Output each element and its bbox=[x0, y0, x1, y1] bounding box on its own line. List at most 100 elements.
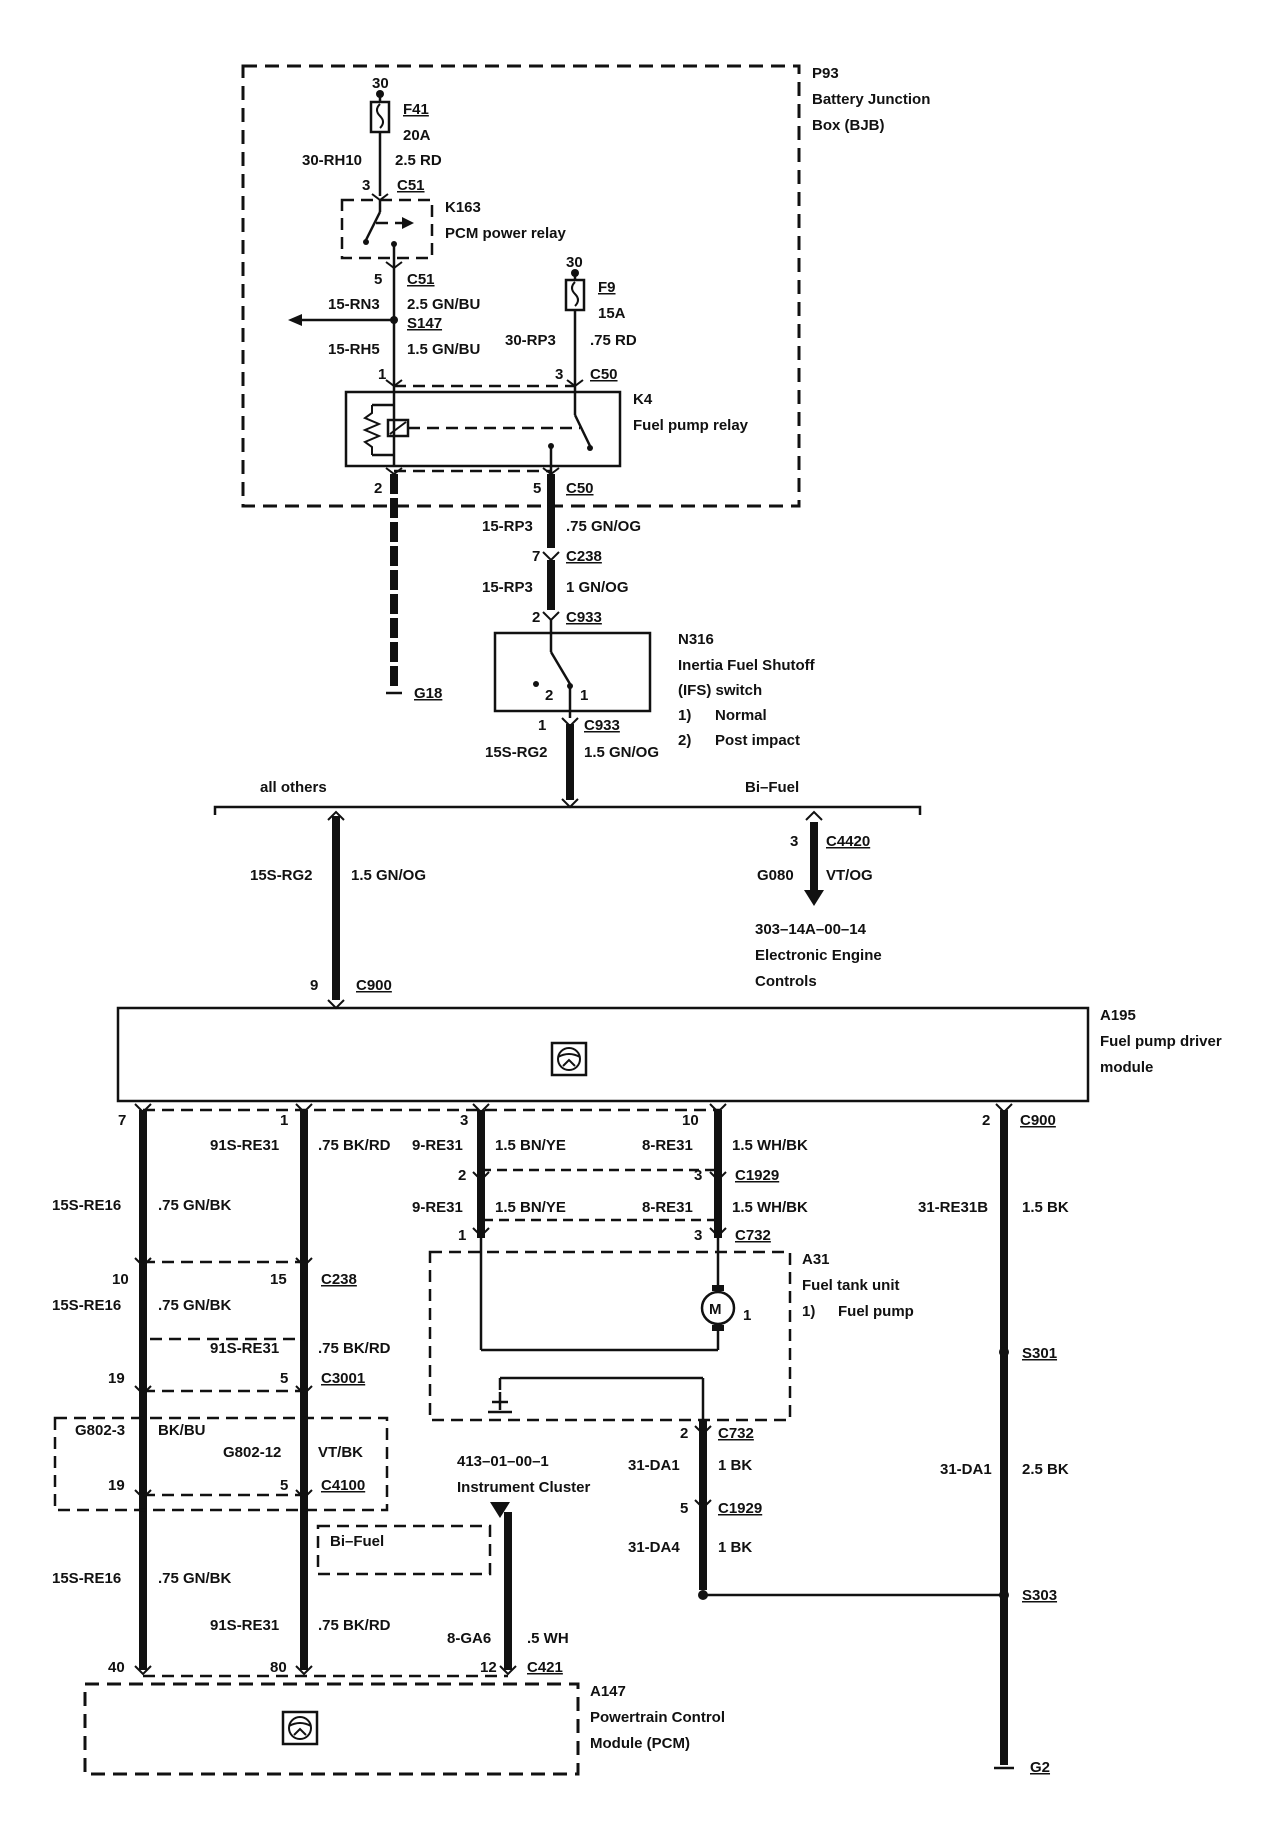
ic-ref: 413–01–00–1 bbox=[457, 1453, 549, 1470]
c1929-pin-5: 5 bbox=[680, 1500, 688, 1517]
wire-circuit: 15S-RE16 bbox=[52, 1570, 121, 1587]
arrow-up-icon bbox=[490, 1502, 510, 1518]
g802-circuit-2: G802-12 bbox=[223, 1444, 281, 1461]
a31-opt: Fuel pump bbox=[838, 1303, 914, 1320]
wire-circuit: G080 bbox=[757, 867, 794, 884]
f9-rating: 15A bbox=[598, 305, 626, 322]
wire-circuit: 9-RE31 bbox=[412, 1137, 463, 1154]
wire-size: .75 GN/BK bbox=[158, 1197, 232, 1214]
g802-size-2: VT/BK bbox=[318, 1444, 363, 1461]
wire-size: 1 BK bbox=[718, 1457, 752, 1474]
c4420-connector: C4420 bbox=[826, 833, 870, 850]
a195-pin-10: 10 bbox=[682, 1112, 699, 1129]
a147-label-2: Module (PCM) bbox=[590, 1735, 690, 1752]
c238-pin-10: 10 bbox=[112, 1271, 129, 1288]
wire-circuit: 31-DA1 bbox=[628, 1457, 680, 1474]
a195-pin-7: 7 bbox=[118, 1112, 126, 1129]
c732-pin-2: 2 bbox=[680, 1425, 688, 1442]
n316-id: N316 bbox=[678, 631, 714, 648]
wire-size: 1.5 GN/OG bbox=[584, 744, 659, 761]
c933-connector: C933 bbox=[566, 609, 602, 626]
s301-splice: S301 bbox=[1022, 1345, 1057, 1362]
wire-circuit: 15-RP3 bbox=[482, 518, 533, 535]
eec-label-2: Controls bbox=[755, 973, 817, 990]
c238-pin-15: 15 bbox=[270, 1271, 287, 1288]
c4100-pin-19: 19 bbox=[108, 1477, 125, 1494]
wire-circuit: 15S-RG2 bbox=[250, 867, 313, 884]
wire-size: .75 RD bbox=[590, 332, 637, 349]
pcm-pin-12: 12 bbox=[480, 1659, 497, 1676]
k163-name: PCM power relay bbox=[445, 225, 567, 242]
a147-pcm-module bbox=[83, 1682, 580, 1776]
c1929-pin-2: 2 bbox=[458, 1167, 466, 1184]
a147-label-1: Powertrain Control bbox=[590, 1709, 725, 1726]
bjb-label-2: Box (BJB) bbox=[812, 117, 885, 134]
k163-id: K163 bbox=[445, 199, 481, 216]
c50-pin-5: 5 bbox=[533, 480, 541, 497]
g802-box bbox=[53, 1416, 389, 1512]
c421-connector: C421 bbox=[527, 1659, 563, 1676]
a195-id: A195 bbox=[1100, 1007, 1136, 1024]
c50-pin-1: 1 bbox=[378, 366, 386, 383]
module-symbol-icon bbox=[550, 1041, 588, 1077]
c3001-pin-19: 19 bbox=[108, 1370, 125, 1387]
n316-opt1: Normal bbox=[715, 707, 767, 724]
n316-ifs-switch-box bbox=[493, 631, 652, 713]
a31-id: A31 bbox=[802, 1251, 830, 1268]
wire-circuit: 9-RE31 bbox=[412, 1199, 463, 1216]
c50-connector-bot: C50 bbox=[566, 480, 594, 497]
n316-pos-1: 1 bbox=[580, 687, 588, 704]
c51-connector: C51 bbox=[397, 177, 425, 194]
a195-pin-3: 3 bbox=[460, 1112, 468, 1129]
a31-fuel-tank-unit bbox=[428, 1250, 792, 1422]
wire-size: .5 WH bbox=[527, 1630, 569, 1647]
motor-symbol: M bbox=[709, 1301, 722, 1318]
c50-connector: C50 bbox=[590, 366, 618, 383]
c1929-pin-3: 3 bbox=[694, 1167, 702, 1184]
c4420-pin: 3 bbox=[790, 833, 798, 850]
c4100-pin-5: 5 bbox=[280, 1477, 288, 1494]
eec-label-1: Electronic Engine bbox=[755, 947, 882, 964]
c238-pin: 7 bbox=[532, 548, 540, 565]
c50-pin-3: 3 bbox=[555, 366, 563, 383]
wire-size: .75 BK/RD bbox=[318, 1137, 391, 1154]
bjb-label-1: Battery Junction bbox=[812, 91, 930, 108]
c50-pin-2: 2 bbox=[374, 480, 382, 497]
c900-connector-bot: C900 bbox=[1020, 1112, 1056, 1129]
c51-pin-5: 5 bbox=[374, 271, 382, 288]
wire-circuit: 8-RE31 bbox=[642, 1137, 693, 1154]
s147-splice: S147 bbox=[407, 315, 442, 332]
c900-connector: C900 bbox=[356, 977, 392, 994]
c732-pin-1: 1 bbox=[458, 1227, 466, 1244]
wire-size: 2.5 RD bbox=[395, 152, 442, 169]
k4-id: K4 bbox=[633, 391, 653, 408]
g802-circuit-1: G802-3 bbox=[75, 1422, 125, 1439]
k4-name: Fuel pump relay bbox=[633, 417, 749, 434]
c3001-pin-5: 5 bbox=[280, 1370, 288, 1387]
wire-size: .75 GN/BK bbox=[158, 1570, 232, 1587]
wire-circuit: 15-RN3 bbox=[328, 296, 380, 313]
a31-label: Fuel tank unit bbox=[802, 1277, 900, 1294]
wire-size: 1.5 BK bbox=[1022, 1199, 1069, 1216]
module-symbol-icon-pcm bbox=[281, 1710, 319, 1746]
c732-pin-3: 3 bbox=[694, 1227, 702, 1244]
a147-id: A147 bbox=[590, 1683, 626, 1700]
wire-size: .75 BK/RD bbox=[318, 1340, 391, 1357]
wire-size: 1.5 BN/YE bbox=[495, 1199, 566, 1216]
wire-circuit: 8-GA6 bbox=[447, 1630, 491, 1647]
wire-size: 2.5 GN/BU bbox=[407, 296, 480, 313]
c51-connector-bot: C51 bbox=[407, 271, 435, 288]
c732-connector: C732 bbox=[735, 1227, 771, 1244]
c1929-connector: C1929 bbox=[735, 1167, 779, 1184]
motor-pin: 1 bbox=[743, 1307, 751, 1324]
c732-connector-bot: C732 bbox=[718, 1425, 754, 1442]
c933-connector-bot: C933 bbox=[584, 717, 620, 734]
ic-label: Instrument Cluster bbox=[457, 1479, 591, 1496]
wire-size: 1.5 GN/OG bbox=[351, 867, 426, 884]
bi-fuel-label: Bi–Fuel bbox=[330, 1533, 384, 1550]
g18-ground: G18 bbox=[414, 685, 442, 702]
c3001-connector: C3001 bbox=[321, 1370, 365, 1387]
k4-relay-box bbox=[344, 390, 622, 468]
wire-size: .75 GN/BK bbox=[158, 1297, 232, 1314]
g2-ground: G2 bbox=[1030, 1759, 1050, 1776]
